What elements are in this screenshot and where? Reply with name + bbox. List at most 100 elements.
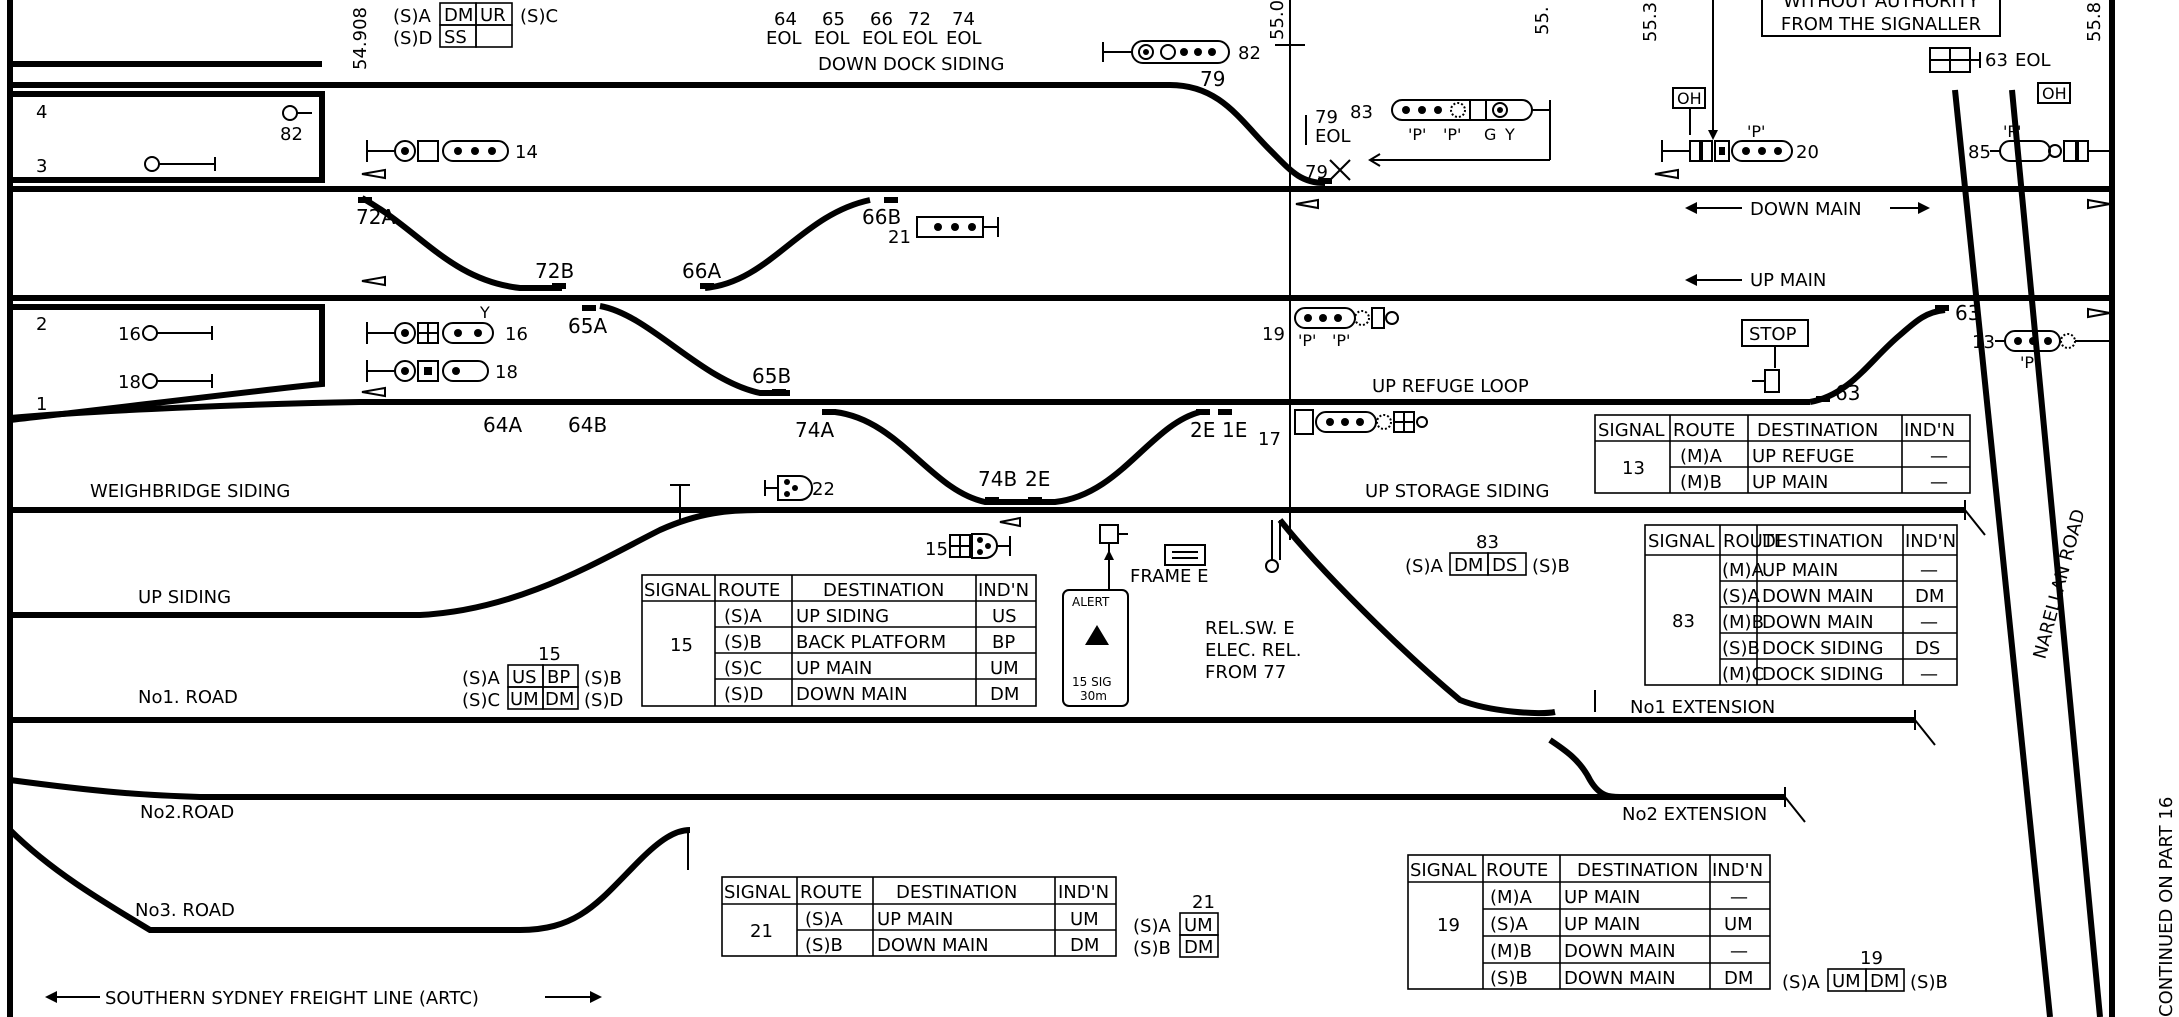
crossover-65 — [599, 303, 790, 396]
eol-labels: 64 65 66 72 74 EOL EOL EOL EOL EOL — [766, 9, 982, 49]
point-66B: 66B — [862, 205, 901, 229]
point-63-lower: 63 — [1835, 381, 1860, 405]
signal-85-label: 85 — [1968, 142, 1991, 163]
platform-numbers: 4 3 2 1 — [36, 102, 216, 415]
narellan-road-edge-right — [2009, 89, 2103, 1017]
signal-16-label: 16 — [505, 324, 528, 345]
svg-text:21: 21 — [750, 921, 773, 942]
signal-15-label: 15 — [925, 539, 948, 560]
svg-text:(S)B: (S)B — [1910, 972, 1948, 993]
svg-text:DM: DM — [1454, 555, 1483, 576]
signal-82-upper[interactable]: 82 — [1102, 40, 1261, 64]
no2-extension-label: No2 EXTENSION — [1622, 804, 1767, 825]
svg-text:(S)B: (S)B — [1490, 968, 1528, 989]
signal-85-oh: OH — [2042, 84, 2067, 103]
warning-triangle-icon — [1085, 625, 1109, 645]
svg-text:DESTINATION: DESTINATION — [1757, 420, 1878, 441]
svg-text:DM: DM — [1870, 971, 1899, 992]
up-siding-label: UP SIDING — [138, 587, 231, 608]
signal-83[interactable]: 83 'P' 'P' G Y — [1350, 99, 1551, 144]
no2-extension-curve — [1548, 737, 1621, 800]
point-64A: 64A — [483, 413, 522, 437]
svg-text:DOWN MAIN: DOWN MAIN — [1762, 612, 1874, 633]
eol-text: EOL — [814, 28, 850, 49]
svg-text:US: US — [992, 606, 1017, 627]
mileage-55-0: 55.0 — [1267, 0, 1288, 40]
stop-board-label: STOP — [1749, 324, 1797, 345]
alert-label: ALERT — [1072, 595, 1110, 609]
up-main-label: UP MAIN — [1750, 270, 1826, 291]
svg-text:DM: DM — [545, 689, 574, 710]
direction-arrows — [45, 202, 1930, 1003]
signal-22-label: 22 — [812, 479, 835, 500]
svg-text:UP MAIN: UP MAIN — [877, 909, 953, 930]
svg-text:SIGNAL: SIGNAL — [724, 882, 791, 903]
svg-text:(S)A: (S)A — [393, 6, 431, 27]
signal-20[interactable]: OH 'P' 20 — [1661, 0, 1819, 163]
route-indicator-15: 15 (S)A US BP (S)B (S)C UM DM (S)D — [462, 644, 623, 711]
no2-road-track — [9, 777, 1785, 800]
eol-number: 72 — [908, 9, 931, 30]
signal-82-shunt[interactable]: 82 — [280, 105, 312, 145]
svg-text:(S)D: (S)D — [584, 690, 623, 711]
svg-text:DS: DS — [1915, 638, 1940, 659]
svg-text:(M)B: (M)B — [1680, 472, 1722, 493]
signal-19[interactable]: 19 'P' 'P' — [1262, 307, 1399, 350]
signal-13-p: 'P' — [2020, 353, 2038, 372]
signal-18-shunt[interactable]: 18 — [118, 372, 213, 393]
point-72B: 72B — [535, 259, 574, 283]
signal-63-eol[interactable]: 63 EOL — [1929, 47, 2051, 73]
signal-15[interactable]: 15 — [925, 533, 1011, 560]
signal-18[interactable]: 18 — [366, 360, 518, 383]
weighbridge-siding-label: WEIGHBRIDGE SIDING — [90, 481, 290, 502]
signal-79-label: 79 — [1315, 107, 1338, 128]
svg-text:(M)B: (M)B — [1722, 612, 1764, 633]
svg-text:13: 13 — [1622, 458, 1645, 479]
svg-text:UP MAIN: UP MAIN — [1564, 914, 1640, 935]
no1-extension-label: No1 EXTENSION — [1630, 697, 1775, 718]
signal-83-p1: 'P' — [1408, 125, 1426, 144]
svg-text:US: US — [512, 667, 537, 688]
signal-13[interactable]: 13 'P' — [1972, 330, 2111, 372]
mileage-markers: 54.908 55.0 55. 55.3 55.8 — [350, 0, 2105, 70]
svg-text:DESTINATION: DESTINATION — [823, 580, 944, 601]
svg-text:UP MAIN: UP MAIN — [1564, 887, 1640, 908]
svg-text:(S)B: (S)B — [1133, 938, 1171, 959]
eol-text: EOL — [946, 28, 982, 49]
svg-text:SS: SS — [444, 27, 467, 48]
svg-text:(M)B: (M)B — [1490, 941, 1532, 962]
svg-text:(S)A: (S)A — [1722, 586, 1760, 607]
signal-22[interactable]: 22 — [764, 475, 835, 501]
signal-20-oh: OH — [1677, 89, 1702, 108]
point-66A: 66A — [682, 259, 721, 283]
release-line-2: ELEC. REL. — [1205, 640, 1301, 661]
signal-85[interactable]: OH 85 'P' — [1968, 82, 2110, 163]
svg-text:(S)C: (S)C — [462, 690, 500, 711]
signal-16-shunt[interactable]: 16 — [118, 324, 213, 345]
signal-16[interactable]: Y 16 — [366, 303, 528, 345]
notice-line-2: FROM THE SIGNALLER — [1781, 14, 1981, 35]
svg-text:19: 19 — [1860, 948, 1883, 969]
svg-text:15: 15 — [538, 644, 561, 665]
svg-text:DESTINATION: DESTINATION — [896, 882, 1017, 903]
svg-text:(S)A: (S)A — [724, 606, 762, 627]
point-2E-storage: 2E — [1025, 467, 1050, 491]
svg-text:—: — — [1920, 664, 1938, 685]
svg-text:UP MAIN: UP MAIN — [796, 658, 872, 679]
signal-21[interactable]: 21 — [888, 216, 999, 248]
eol-number: 66 — [870, 9, 893, 30]
signal-20-label: 20 — [1796, 142, 1819, 163]
svg-text:UM: UM — [1184, 915, 1213, 936]
svg-text:(M)A: (M)A — [1722, 560, 1765, 581]
signal-17[interactable]: 17 — [1258, 409, 1428, 450]
svg-text:(S)A: (S)A — [462, 668, 500, 689]
route-table-19: SIGNAL ROUTE DESTINATION IND'N 19 (M)A U… — [1407, 854, 1771, 990]
svg-text:ROUTE: ROUTE — [1673, 420, 1735, 441]
svg-text:DOCK SIDING: DOCK SIDING — [1762, 664, 1883, 685]
point-74B: 74B — [978, 467, 1017, 491]
refuge-turnout-63 — [1809, 307, 1946, 405]
signal-79-eol[interactable]: 79 EOL 79 — [1305, 107, 1551, 183]
signal-14[interactable]: 14 — [366, 140, 538, 163]
storage-to-no1-curve — [1277, 518, 1556, 717]
svg-text:DM: DM — [1184, 937, 1213, 958]
